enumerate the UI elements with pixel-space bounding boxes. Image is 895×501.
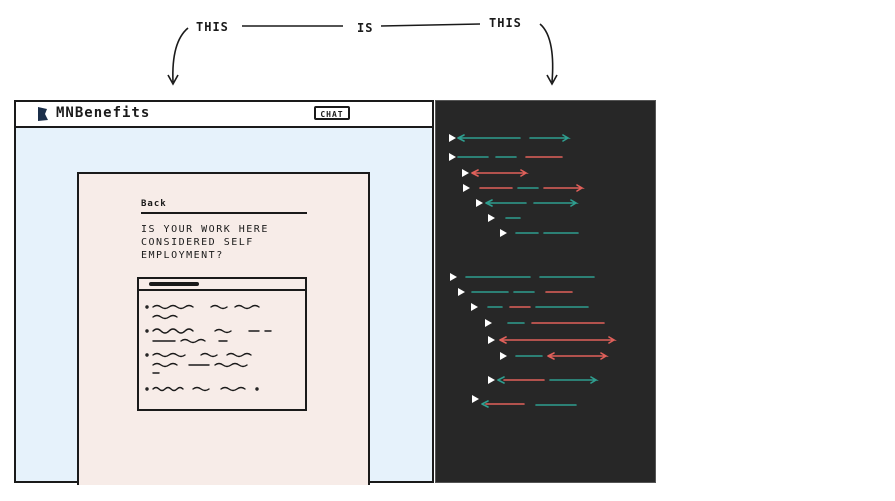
site-brand: MNBenefits [56,105,151,121]
code-tree [449,134,617,408]
connector-line-right [380,23,481,27]
back-link[interactable]: Back [141,199,167,209]
bullet-dot [145,353,149,357]
triangle-right-icon [488,336,495,344]
question-text: IS YOUR WORK HERE CONSIDERED SELF EMPLOY… [141,224,269,261]
divider [141,212,307,214]
annotation-arrows [167,23,558,86]
chat-button[interactable]: CHAT [314,106,350,120]
info-box-divider [139,289,305,291]
scribble-line [152,328,272,334]
scribble-line [152,386,246,392]
triangle-right-icon [458,288,465,296]
triangle-right-icon [485,319,492,327]
triangle-right-icon [476,199,483,207]
annotation-left-label: THIS [196,20,229,34]
code-line-red [471,169,529,177]
triangle-right-icon [462,169,469,177]
triangle-right-icon [500,352,507,360]
site-header: MNBenefits CHAT [16,102,432,128]
scribble-line [152,314,178,320]
triangle-right-icon [488,376,495,384]
code-line-teal [497,376,505,384]
triangle-right-icon [500,229,507,237]
code-line-red [547,352,609,360]
annotation-middle-label: IS [357,21,374,35]
right-arrow-curve [539,23,554,83]
info-box [137,277,307,411]
info-box-header-bar [149,282,199,286]
form-card: Back IS YOUR WORK HERE CONSIDERED SELF E… [77,172,370,485]
arrow-down-icon [167,74,179,86]
code-line-red [499,336,617,344]
bullet-dot [255,387,259,391]
code-line-teal [549,376,599,384]
code-line-teal [481,400,489,408]
triangle-right-icon [488,214,495,222]
arrow-down-icon [546,74,558,86]
code-tree-panel [435,100,656,483]
annotation-right-label: THIS [489,16,522,30]
scribble-line [152,304,260,310]
scribble-line [152,362,248,368]
triangle-right-icon [450,273,457,281]
triangle-right-icon [472,395,479,403]
mnbenefits-logo-icon [38,107,48,121]
code-line-red [543,184,585,192]
code-line-teal [485,199,579,207]
bullet-dot [145,329,149,333]
triangle-right-icon [449,153,456,161]
code-line-teal [457,134,571,142]
triangle-right-icon [471,303,478,311]
left-arrow-curve [172,27,189,83]
bullet-dot [145,305,149,309]
browser-wireframe: MNBenefits CHAT Back IS YOUR WORK HERE C… [14,100,434,485]
info-box-scribbles [145,304,272,392]
scribble-line [152,352,252,358]
triangle-right-icon [463,184,470,192]
triangle-right-icon [449,134,456,142]
scribble-line [152,338,228,344]
bullet-dot [145,387,149,391]
